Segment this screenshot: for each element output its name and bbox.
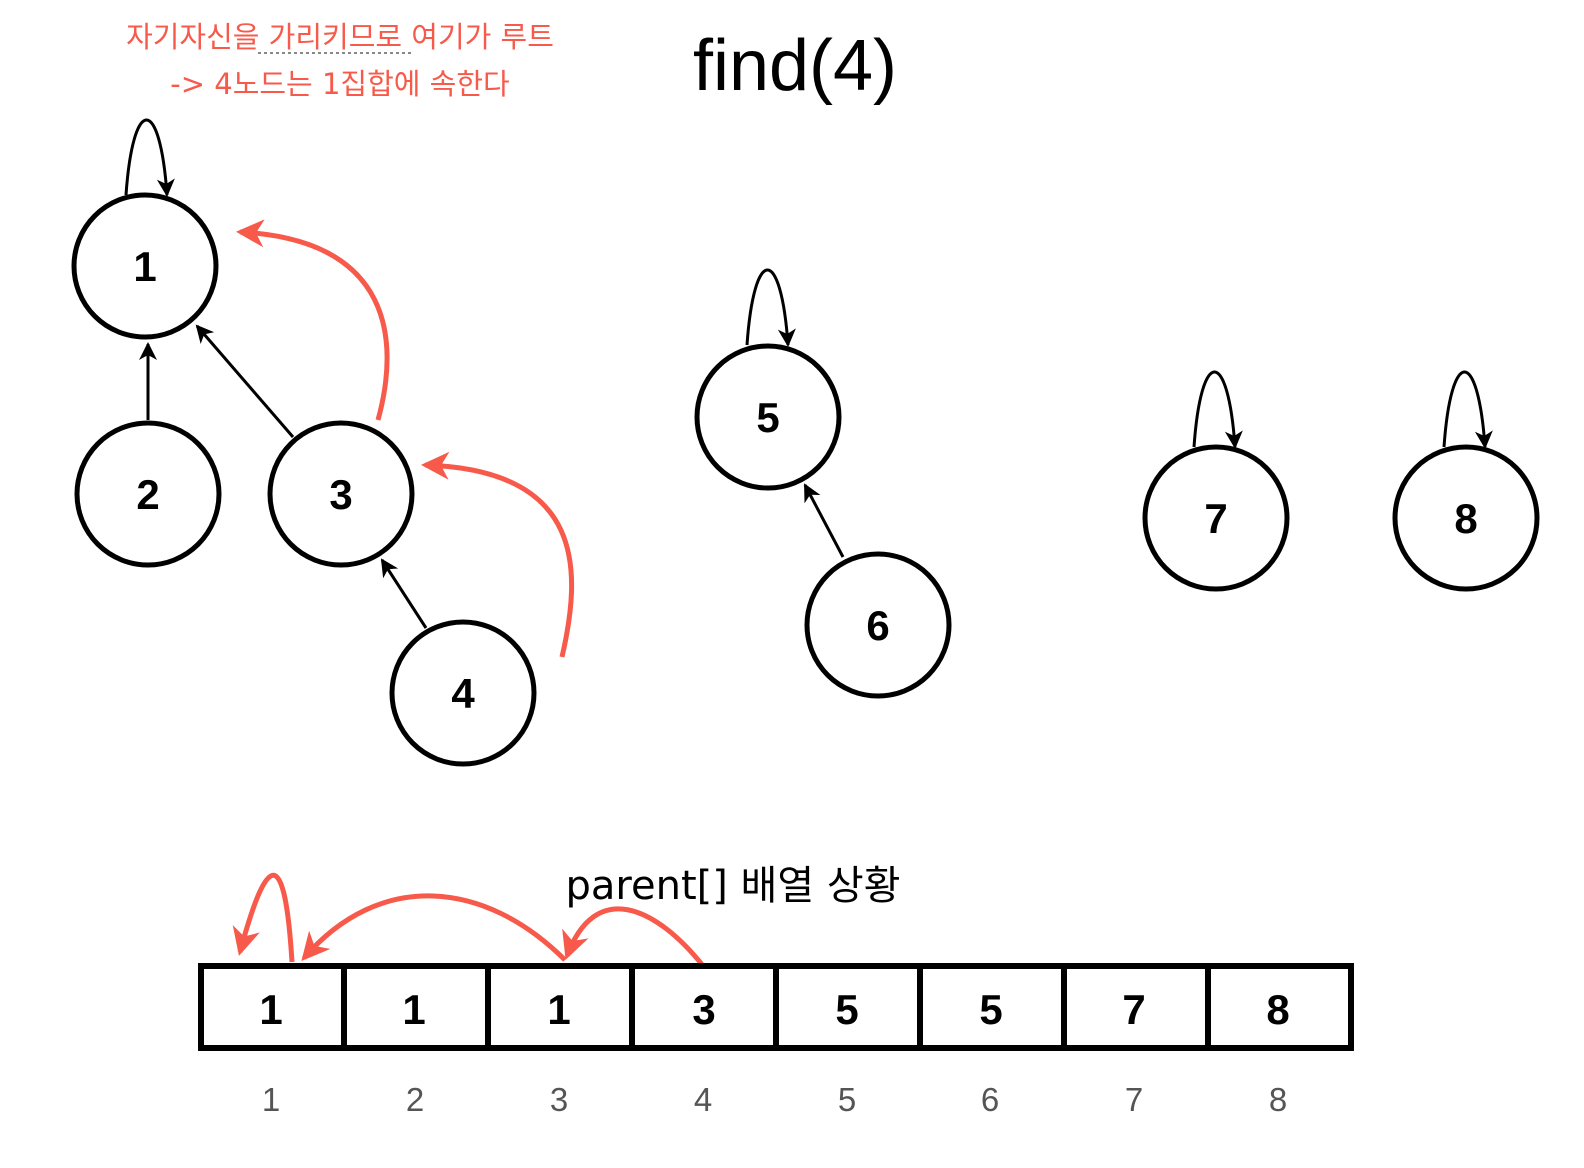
parent-array: 1 1 1 3 5 5 7 8 [198, 963, 1354, 1051]
node-4-label: 4 [451, 670, 475, 717]
array-value-2: 1 [402, 986, 425, 1033]
self-loop-8 [1442, 370, 1493, 449]
node-8-label: 8 [1454, 495, 1477, 542]
note-line-1: 자기자신을 가리키므로 여기가 루트 [126, 20, 554, 54]
node-6: 6 [804, 551, 952, 699]
node-5-label: 5 [756, 394, 779, 441]
array-value-3: 1 [547, 986, 570, 1033]
array-index-4: 4 [694, 1081, 712, 1118]
array-cell-2 [341, 963, 491, 1051]
node-3: 3 [267, 420, 415, 568]
node-4: 4 [389, 619, 537, 767]
note-line-2: -> 4노드는 1집합에 속한다 [170, 67, 509, 101]
node-2-label: 2 [136, 471, 159, 518]
node-1: 1 [71, 192, 219, 340]
array-index-5: 5 [838, 1081, 856, 1118]
array-index-2: 2 [406, 1081, 424, 1118]
array-value-1: 1 [259, 986, 282, 1033]
array-arrow-3-to-1 [301, 893, 567, 962]
array-index-8: 8 [1269, 1081, 1287, 1118]
array-value-5: 5 [835, 986, 858, 1033]
array-arrow-4-to-3 [562, 906, 706, 969]
node-1-label: 1 [133, 243, 156, 290]
edge-4-to-3 [380, 558, 428, 629]
array-index-7: 7 [1125, 1081, 1143, 1118]
node-7-label: 7 [1204, 495, 1227, 542]
node-6-label: 6 [866, 602, 889, 649]
self-loop-1 [124, 118, 175, 197]
node-3-label: 3 [329, 471, 352, 518]
array-title: parent[] 배열 상황 [566, 863, 901, 909]
diagram-title: find(4) [693, 26, 897, 106]
array-value-8: 8 [1266, 986, 1289, 1033]
array-index-1: 1 [262, 1081, 280, 1118]
array-arrow-self-1 [232, 872, 295, 963]
array-value-4: 3 [692, 986, 715, 1033]
node-7: 7 [1142, 444, 1290, 592]
self-loop-7 [1192, 370, 1243, 449]
edge-6-to-5 [803, 483, 845, 558]
array-cell-8 [1205, 963, 1354, 1051]
array-value-7: 7 [1122, 986, 1145, 1033]
node-5: 5 [694, 343, 842, 491]
array-index-6: 6 [981, 1081, 999, 1118]
array-value-6: 5 [979, 986, 1002, 1033]
edge-3-to-1 [195, 324, 295, 438]
node-8: 8 [1392, 444, 1540, 592]
node-2: 2 [74, 420, 222, 568]
find-arrow-4-to-3 [421, 451, 575, 658]
self-loop-5 [745, 268, 796, 347]
array-indices: 1 2 3 4 5 6 7 8 [262, 1081, 1287, 1118]
array-index-3: 3 [550, 1081, 568, 1118]
find-arrow-3-to-1 [236, 219, 390, 421]
